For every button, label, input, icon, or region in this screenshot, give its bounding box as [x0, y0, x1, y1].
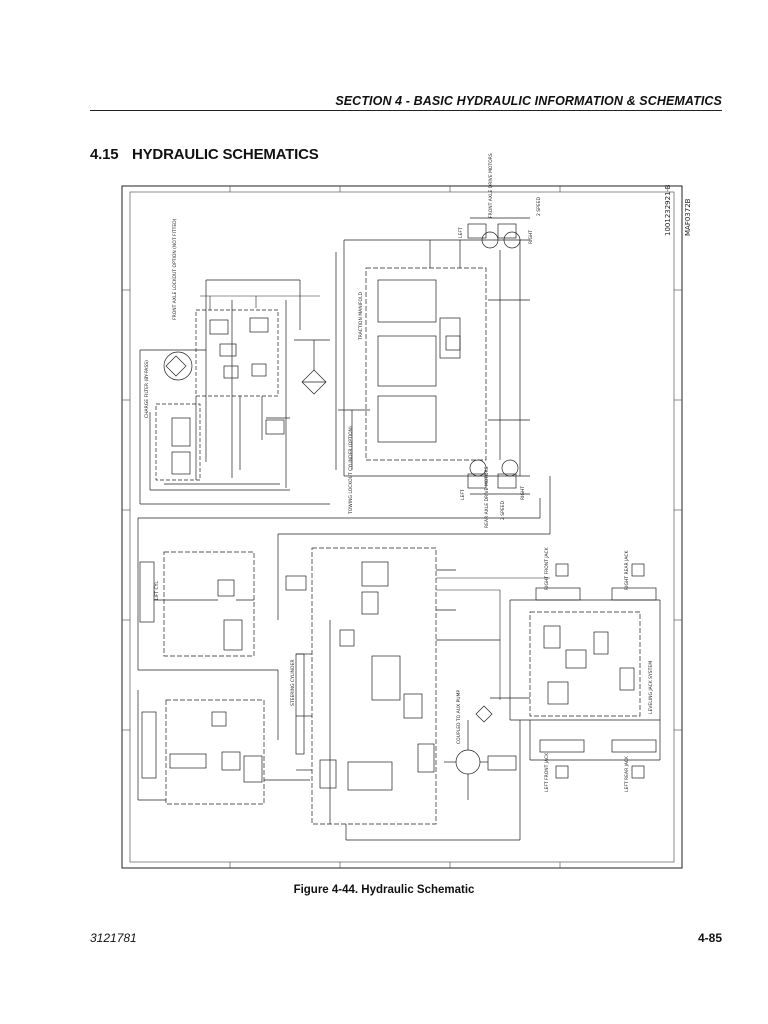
page-number: 4-85 [697, 931, 722, 945]
label-leveling-jack-system: LEVELING JACK SYSTEM [648, 661, 654, 714]
rear-drive-motors [467, 459, 530, 495]
section-number: 4.15 [90, 146, 119, 163]
label-tow-lockout: TOWING LOCKOUT CYLINDER (OPTION) [348, 426, 354, 515]
label-right-top: RIGHT [528, 230, 534, 244]
leveling-jack-system [490, 563, 661, 779]
label-front-axle-lockout: FRONT AXLE LOCKOUT OPTION (NOT FITTED) [172, 218, 178, 320]
label-rear-axle-drive: REAR AXLE DRIVE MOTORS [484, 466, 490, 528]
maf-number: MAF0372B [684, 198, 692, 236]
label-coupled-pump: COUPLED TO AUX PUMP [456, 690, 462, 744]
label-2-speed-top: 2 SPEED [536, 196, 542, 216]
main-control-valve [296, 547, 521, 841]
drawing-number: 1001232921-B [664, 184, 672, 236]
header-divider [90, 110, 722, 111]
front-axle-lockout-block [195, 279, 301, 488]
zone-ticks [122, 186, 682, 868]
label-right-bottom: RIGHT [520, 486, 526, 500]
schematic-border [121, 185, 683, 869]
misc-lines [200, 295, 550, 700]
traction-manifold [335, 239, 530, 477]
charge-filter-block [139, 349, 330, 505]
label-left-front-jack: LEFT FRONT JACK [544, 752, 550, 792]
lower-left-block [137, 690, 310, 805]
label-left-bottom: LEFT [460, 489, 466, 500]
label-left-top: LEFT [458, 227, 464, 238]
label-left-rear-jack: LEFT REAR JACK [624, 755, 630, 792]
label-drive-motors-top: FRONT AXLE DRIVE MOTORS [488, 153, 494, 218]
schematic-frame [129, 191, 675, 863]
section-header: SECTION 4 - BASIC HYDRAULIC INFORMATION … [335, 94, 722, 108]
main-lines [137, 476, 551, 740]
figure-caption: Figure 4-44. Hydraulic Schematic [293, 884, 475, 896]
label-charge-filter: CHARGE FILTER (BY-PASS) [144, 360, 150, 418]
pump-assembly [444, 705, 517, 800]
steering-cylinder [285, 575, 307, 755]
front-drive-motors [467, 217, 530, 249]
lift-cylinder-block [139, 551, 255, 657]
section-title: HYDRAULIC SCHEMATICS [132, 146, 319, 163]
label-lift-cyl: LIFT CYL [154, 581, 160, 600]
label-traction-manifold: TRACTION MANIFOLD [358, 291, 364, 341]
label-right-front-jack: RIGHT FRONT JACK [544, 546, 550, 590]
label-right-rear-jack: RIGHT REAR JACK [624, 550, 630, 590]
document-number: 3121781 [90, 931, 137, 945]
section-heading: 4.15 HYDRAULIC SCHEMATICS [90, 146, 319, 163]
return-filter [294, 339, 330, 395]
label-steering-cylinder: STEERING CYLINDER [290, 660, 296, 706]
label-2-speed-bottom: 2 SPEED [500, 500, 506, 520]
